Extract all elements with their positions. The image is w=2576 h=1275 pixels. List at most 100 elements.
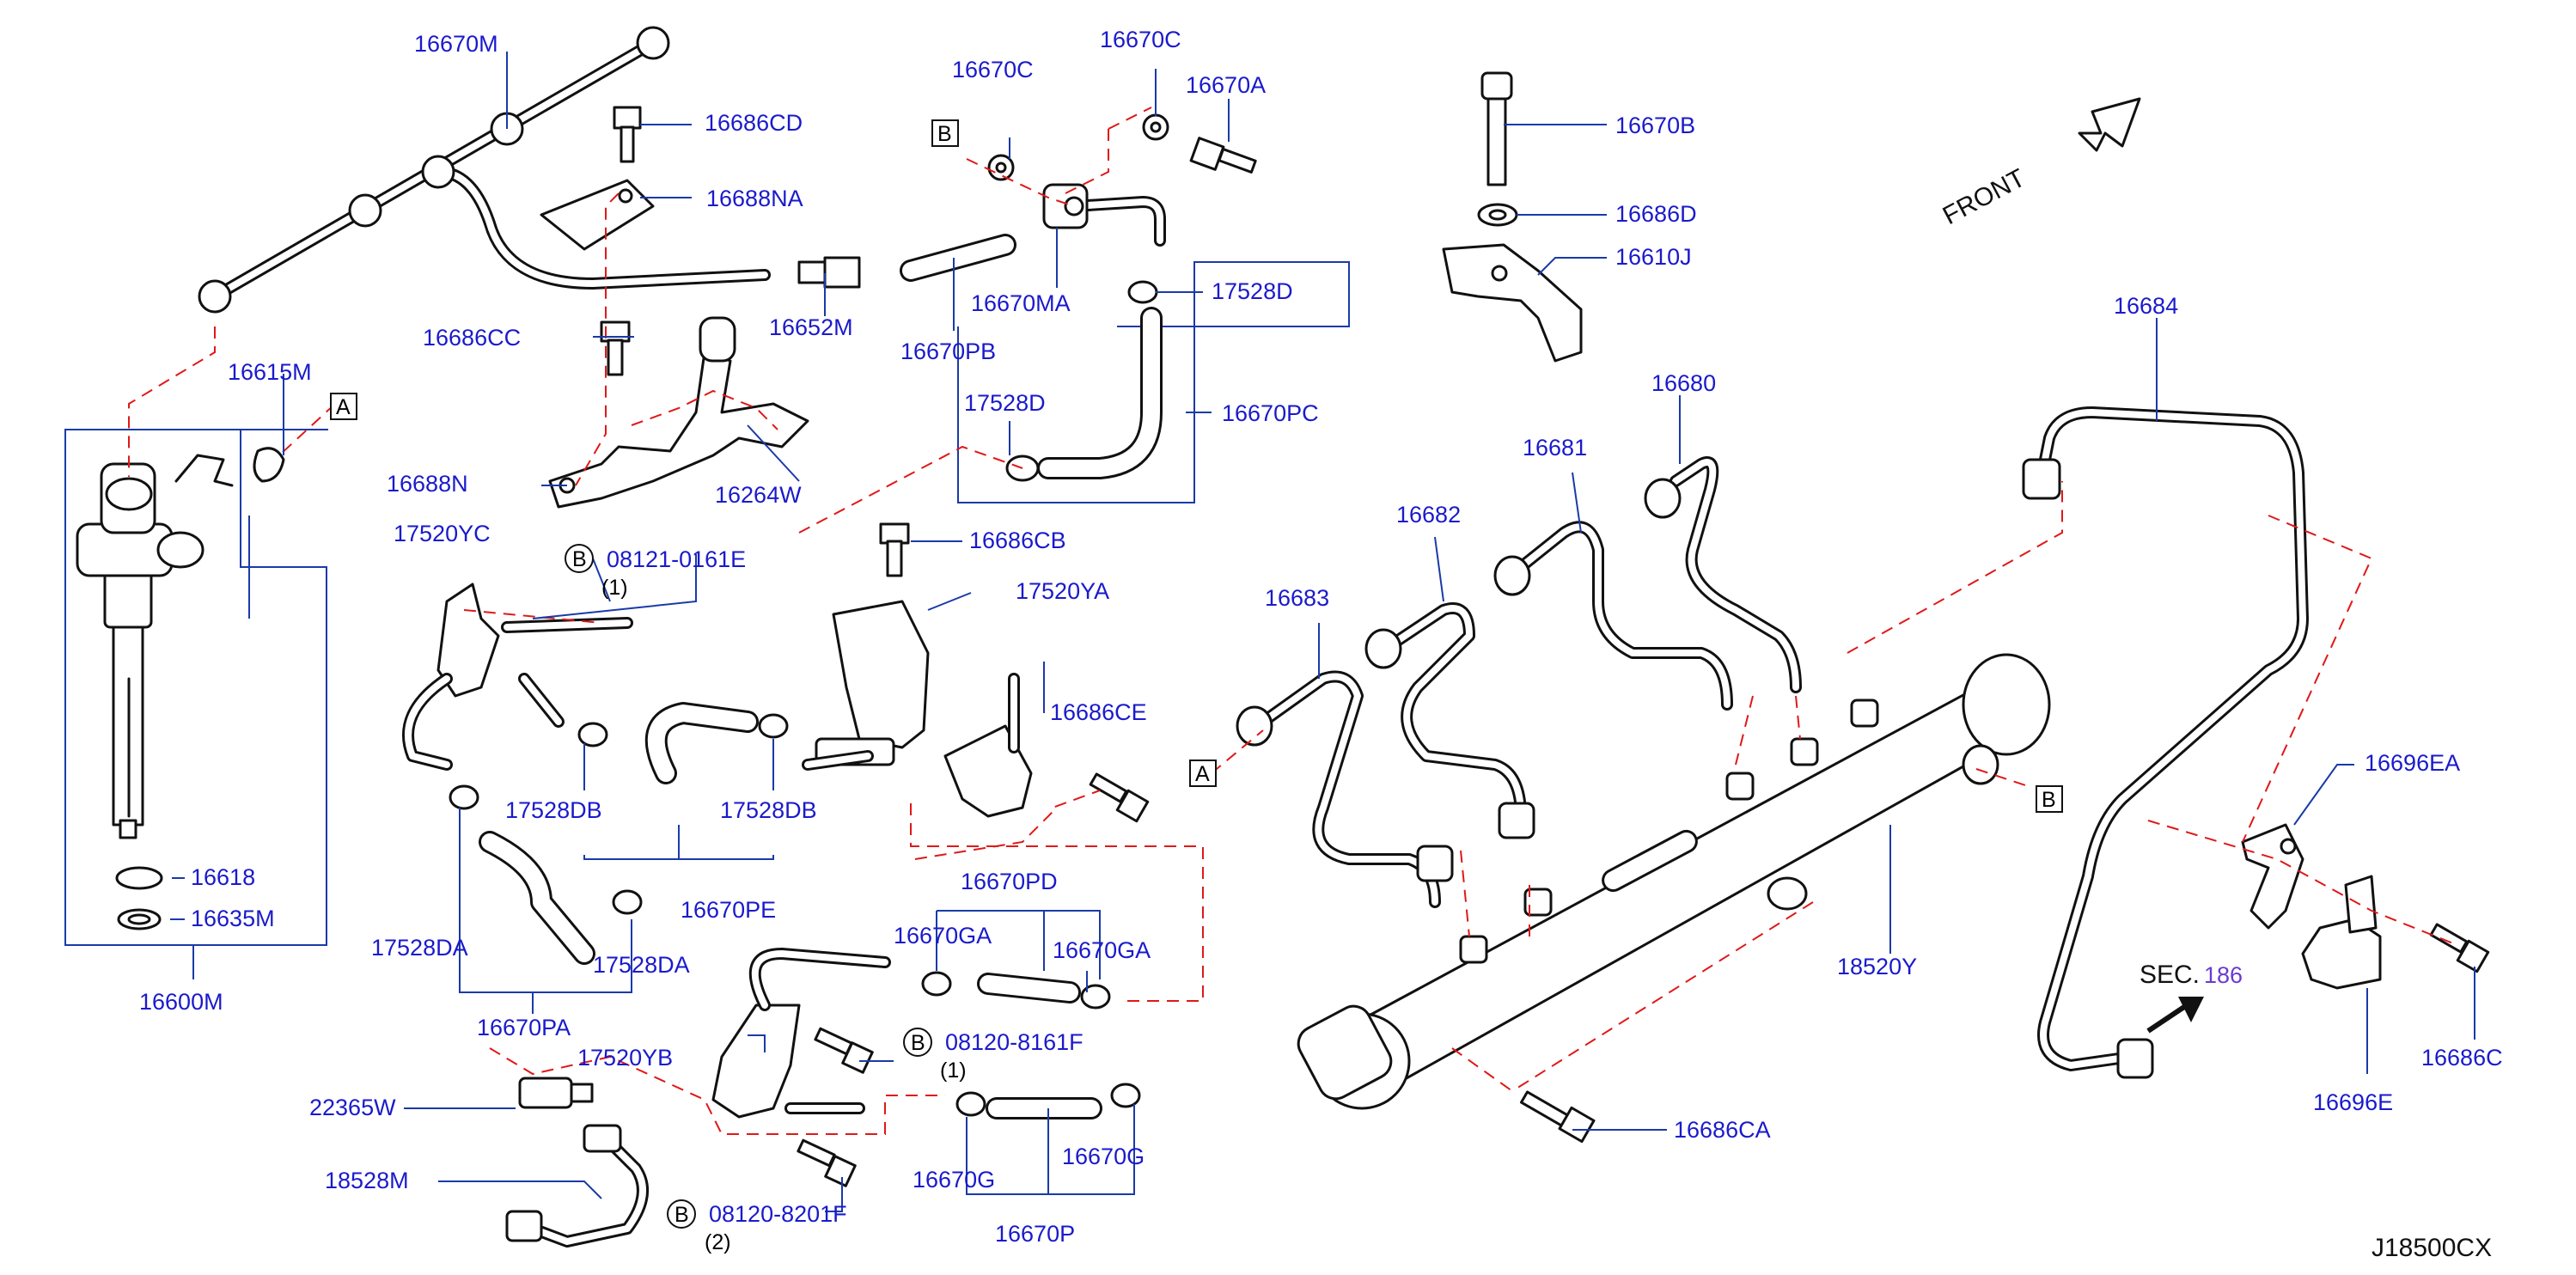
label-17528db-b: 17528DB — [720, 797, 817, 823]
pipe-16684 — [2022, 406, 2309, 1079]
label-16680: 16680 — [1651, 370, 1716, 396]
bracket-17520yb — [711, 948, 891, 1119]
diagram-id: J18500CX — [2372, 1234, 2492, 1262]
pipe-16680 — [1644, 456, 1802, 693]
bolt-16686ce — [1089, 772, 1150, 823]
label-16670g-a: 16670G — [913, 1167, 995, 1193]
label-08120-8161f-qty: (1) — [940, 1058, 967, 1083]
sec-number: 186 — [2204, 962, 2243, 988]
label-16670a: 16670A — [1186, 72, 1266, 98]
common-rail-18520y — [1297, 653, 2051, 1110]
harness-18528m — [505, 1124, 649, 1248]
return-pipe-16670m — [198, 26, 771, 314]
label-16615m: 16615M — [228, 359, 312, 385]
bracket-16610j — [1442, 243, 1583, 363]
label-22365w: 22365W — [309, 1095, 396, 1120]
hose-16670p — [955, 1083, 1141, 1119]
leader-lines — [170, 52, 2475, 1212]
fitting-16652m — [797, 256, 861, 289]
label-18528m: 18528M — [325, 1168, 409, 1193]
bolt-16686ca — [1520, 1090, 1596, 1144]
label-16686d: 16686D — [1615, 201, 1697, 227]
bolt-16686cb — [879, 522, 910, 577]
label-16600m: 16600M — [139, 989, 223, 1015]
svg-text:B: B — [911, 1031, 925, 1055]
pipe-16683 — [1236, 670, 1454, 908]
label-16670pd: 16670PD — [961, 869, 1058, 894]
label-16696e: 16696E — [2313, 1089, 2393, 1115]
hose-16670pa — [479, 831, 595, 965]
label-17528db-a: 17528DB — [505, 797, 602, 823]
bolt-08120-8201f — [797, 1138, 857, 1187]
label-17528d-b: 17528D — [964, 390, 1046, 416]
pipe-16681 — [1493, 521, 1733, 711]
bolt-16686c — [2429, 923, 2490, 973]
label-16684: 16684 — [2114, 293, 2178, 319]
ref-box-b-2: B — [2036, 785, 2063, 813]
label-16618: 16618 — [191, 864, 255, 890]
label-16686c: 16686C — [2421, 1045, 2503, 1071]
label-16688n: 16688N — [387, 471, 468, 497]
label-16610j: 16610J — [1615, 244, 1692, 270]
label-08121-0161e: 08121-0161E — [607, 546, 746, 572]
hose-16670pb — [900, 234, 1016, 282]
svg-text:B: B — [2042, 788, 2056, 812]
label-16670g-b: 16670G — [1062, 1144, 1145, 1169]
bracket-17520y — [943, 673, 1033, 818]
label-16635m: 16635M — [191, 906, 275, 931]
label-08120-8201f: 08120-8201F — [709, 1201, 847, 1227]
clamp-17528db-left — [577, 722, 608, 747]
part-labels: 16670M 16686CD 16688NA 16652M 16686CC 16… — [139, 27, 2503, 1254]
label-16670ma: 16670MA — [971, 290, 1071, 316]
hose-16670pe — [644, 702, 759, 784]
ref-box-b-1: B — [931, 119, 959, 147]
bracket-17520yc — [402, 583, 633, 771]
fitting-16670ma — [987, 113, 1257, 247]
label-16670pc: 16670PC — [1222, 400, 1319, 426]
ref-circle-b-08121: B — [565, 544, 594, 573]
label-17528da-a: 17528DA — [371, 935, 468, 961]
label-16686cb: 16686CB — [969, 528, 1066, 553]
bracket-16696e — [2301, 875, 2382, 990]
label-16670c-a: 16670C — [952, 57, 1034, 82]
hose-group-16670pc — [957, 261, 1350, 503]
label-16686cd: 16686CD — [705, 110, 803, 136]
label-16688na: 16688NA — [706, 186, 803, 211]
label-17520yb: 17520YB — [577, 1045, 673, 1071]
label-08121-qty: (1) — [601, 576, 628, 600]
label-08120-8161f: 08120-8161F — [945, 1029, 1084, 1055]
ref-circle-b-08120-8161: B — [903, 1028, 932, 1057]
bracket-16696ea — [2241, 823, 2304, 930]
svg-text:A: A — [1195, 762, 1210, 786]
label-16670pe: 16670PE — [681, 897, 776, 923]
label-17528da-b: 17528DA — [593, 952, 690, 978]
label-16670pa: 16670PA — [477, 1015, 571, 1040]
label-16670m: 16670M — [414, 31, 498, 57]
sec-prefix: SEC. — [2140, 961, 2200, 989]
label-16670p: 16670P — [995, 1221, 1075, 1247]
bolt-16670b — [1480, 71, 1513, 186]
svg-text:B: B — [572, 547, 587, 571]
label-16670ga-a: 16670GA — [894, 923, 992, 949]
label-16681: 16681 — [1523, 435, 1587, 461]
label-16264w: 16264W — [715, 482, 802, 508]
bolt-16686cd — [613, 106, 642, 163]
label-16682: 16682 — [1396, 502, 1461, 528]
bracket-16688na — [540, 179, 655, 251]
ref-box-a-1: A — [330, 393, 357, 420]
label-16683: 16683 — [1265, 585, 1329, 611]
label-16696ea: 16696EA — [2365, 750, 2460, 776]
svg-text:B: B — [675, 1203, 689, 1227]
svg-text:B: B — [937, 122, 952, 146]
label-16670b: 16670B — [1615, 113, 1695, 138]
label-17520ya: 17520YA — [1016, 578, 1109, 604]
label-16670ga-b: 16670GA — [1053, 937, 1151, 963]
label-17520yc: 17520YC — [394, 521, 491, 546]
front-label: FRONT — [1938, 164, 2030, 231]
clamp-17528da-left — [449, 784, 479, 810]
injector-assembly — [64, 429, 328, 946]
label-16670c-b: 16670C — [1100, 27, 1181, 52]
label-17528d-a: 17528D — [1212, 278, 1293, 304]
label-16652m: 16652M — [769, 314, 853, 340]
